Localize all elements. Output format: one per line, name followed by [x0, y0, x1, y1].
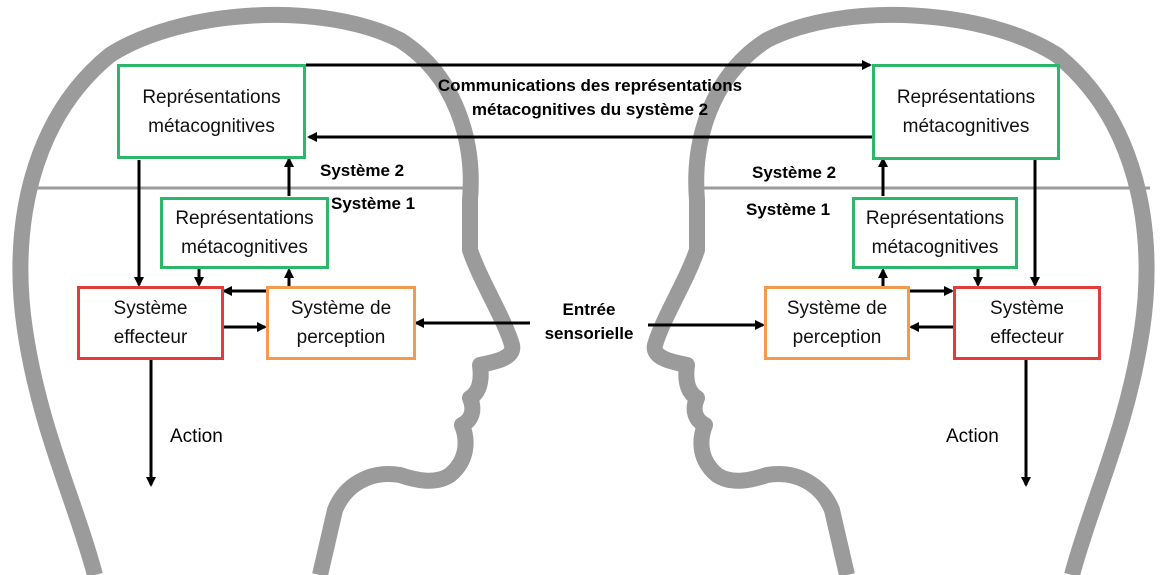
left-system2-label: Système 2: [320, 161, 405, 180]
left-perception-box: Système de perception: [266, 286, 416, 360]
left-system1-label: Système 1: [331, 194, 416, 213]
right-system2-metacognitive-box: Représentations métacognitives: [872, 64, 1060, 160]
left-system1-metacognitive-box: Représentations métacognitives: [160, 197, 329, 269]
right-effector-box: Système effecteur: [953, 286, 1101, 360]
communication-label: Communications des représentations métac…: [437, 76, 743, 119]
left-system2-metacognitive-box: Représentations métacognitives: [117, 64, 306, 159]
right-action-label: Action: [946, 426, 999, 447]
right-perception-box: Système de perception: [764, 286, 910, 360]
right-system1-label: Système 1: [746, 200, 831, 219]
left-effector-box: Système effecteur: [77, 286, 224, 360]
right-head-outline: [646, 6, 1155, 575]
right-system2-label: Système 2: [752, 163, 837, 182]
left-head-outline: [12, 6, 521, 575]
right-system1-metacognitive-box: Représentations métacognitives: [852, 197, 1018, 269]
left-action-label: Action: [170, 426, 223, 447]
sensory-input-label: Entrée sensorielle: [544, 300, 634, 343]
